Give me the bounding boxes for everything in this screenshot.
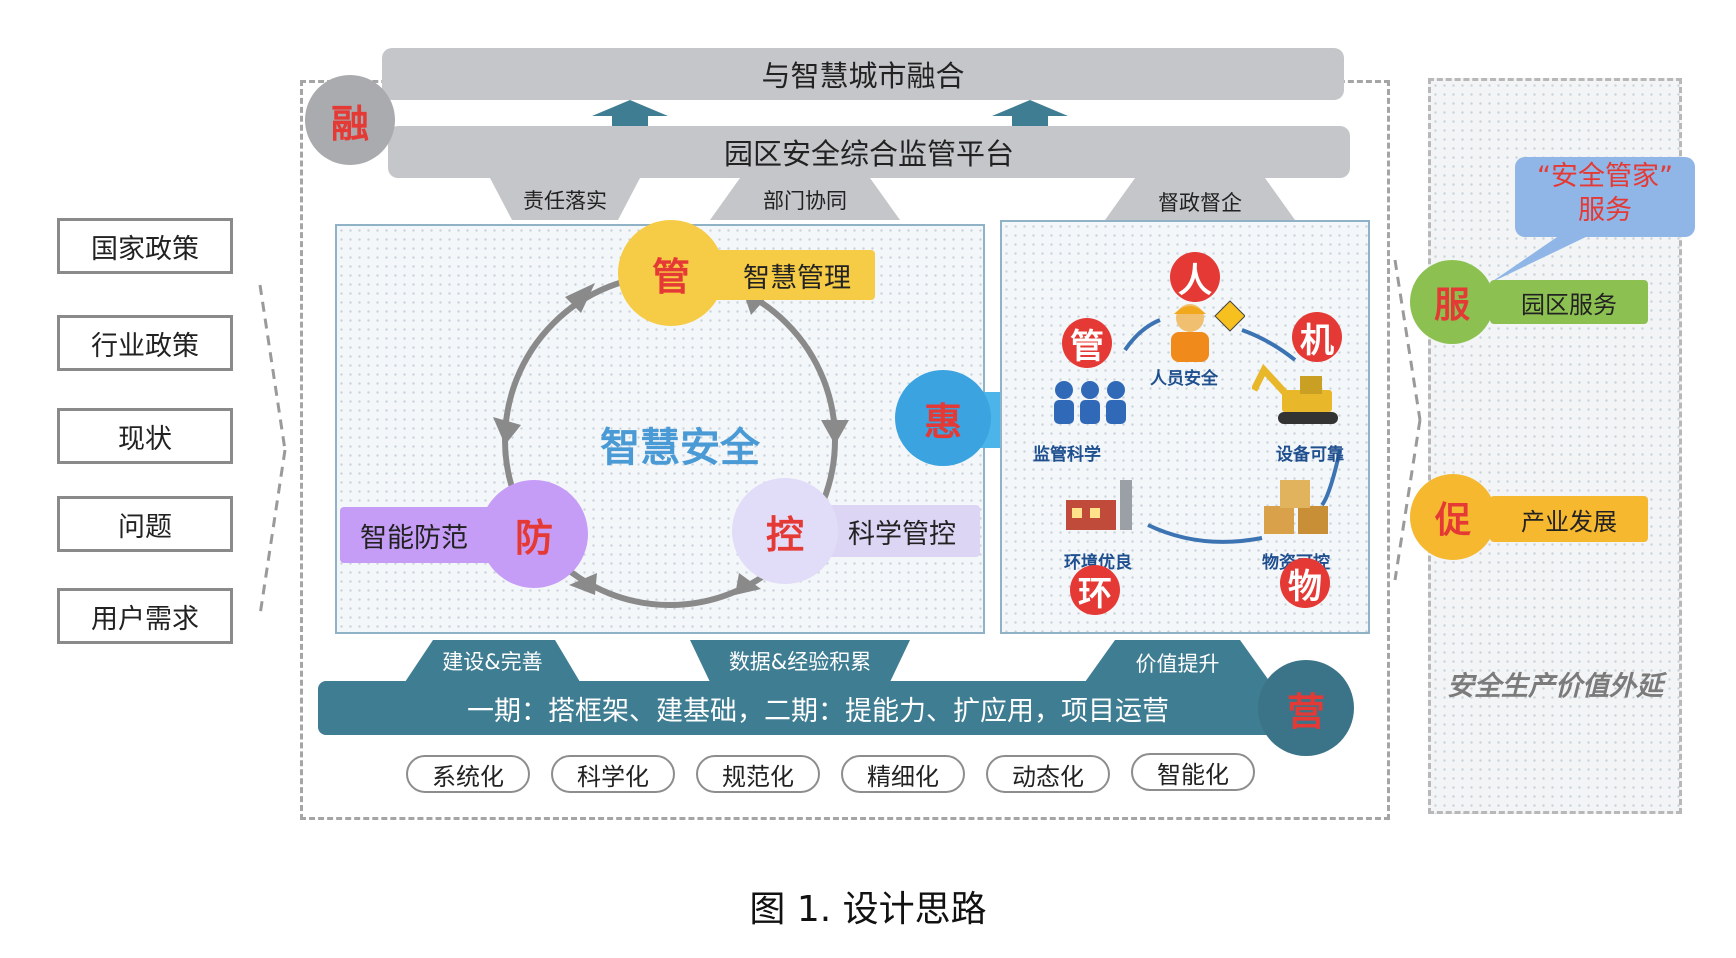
fu-circle: 服 (1410, 260, 1494, 344)
pill-dynamic: 动态化 (986, 755, 1110, 793)
connector-data: 数据&经验积累 (728, 650, 872, 674)
excavator-icon (1252, 363, 1338, 424)
wu-circle: 物 (1280, 558, 1330, 608)
platform-bar: 园区安全综合监管平台 (388, 126, 1350, 178)
huan-circle: 环 (1070, 565, 1120, 615)
scientific-supervision-label: 监管科学 (1033, 445, 1101, 465)
connector-data-shape (690, 640, 910, 682)
factor-national-policy: 国家政策 (57, 218, 233, 274)
kong-circle: 控 (732, 478, 838, 584)
personnel-safety-label: 人员安全 (1150, 369, 1218, 389)
up-arrow-right-icon (992, 100, 1068, 126)
cu-circle: 促 (1410, 474, 1496, 560)
connector-construction-shape (405, 640, 580, 682)
figure-caption: 图 1. 设计思路 (749, 889, 987, 930)
factory-icon (1066, 480, 1132, 530)
worker-icon (1171, 300, 1245, 362)
connector-construction: 建设&完善 (442, 650, 543, 674)
hui-circle: 惠 (895, 370, 991, 466)
pill-standardized: 规范化 (696, 755, 820, 793)
up-arrow-left-icon (592, 100, 668, 126)
connector-coordination: 部门协同 (763, 189, 847, 213)
operation-bar: 一期：搭框架、建基础，二期：提能力、扩应用，项目运营 (318, 681, 1318, 735)
pill-refined: 精细化 (841, 755, 965, 793)
rong-circle: 融 (305, 75, 395, 165)
pill-scientific: 科学化 (551, 755, 675, 793)
butler-bubble-shape (1490, 157, 1695, 283)
reliable-equipment-label: 设备可靠 (1276, 445, 1344, 465)
smart-safety-title: 智慧安全 (600, 425, 760, 471)
industry-development-tag: 产业发展 (1490, 496, 1648, 542)
connector-coordination-shape (710, 178, 900, 220)
connector-responsibility-shape (490, 178, 640, 220)
guan-element-circle: 管 (1062, 318, 1112, 368)
guan-circle: 管 (618, 220, 724, 326)
right-bracket (1393, 259, 1422, 581)
extension-label: 安全生产价值外延 (1447, 671, 1663, 702)
connector-value-shape (1085, 640, 1270, 682)
regulators-icon (1054, 381, 1126, 424)
smart-city-bar: 与智慧城市融合 (382, 48, 1344, 100)
park-service-tag: 园区服务 (1490, 280, 1648, 324)
elements-connections (1123, 318, 1342, 544)
connector-supervision: 督政督企 (1158, 191, 1242, 215)
factor-industry-policy: 行业政策 (57, 315, 233, 371)
ji-circle: 机 (1292, 312, 1342, 362)
connector-value: 价值提升 (1135, 652, 1220, 676)
factor-problem: 问题 (57, 496, 233, 552)
connector-supervision-shape (1105, 178, 1295, 220)
fang-circle: 防 (480, 480, 588, 588)
boxes-icon (1264, 480, 1328, 534)
ren-circle: 人 (1170, 252, 1220, 302)
factor-status: 现状 (57, 408, 233, 464)
connector-responsibility: 责任落实 (523, 189, 607, 213)
pill-intelligent: 智能化 (1131, 753, 1255, 791)
butler-bubble-text: “安全管家” 服务 (1537, 161, 1673, 226)
factor-user-needs: 用户需求 (57, 588, 233, 644)
pill-systematic: 系统化 (406, 755, 530, 793)
ying-circle: 营 (1258, 660, 1354, 756)
left-bracket (258, 284, 287, 616)
